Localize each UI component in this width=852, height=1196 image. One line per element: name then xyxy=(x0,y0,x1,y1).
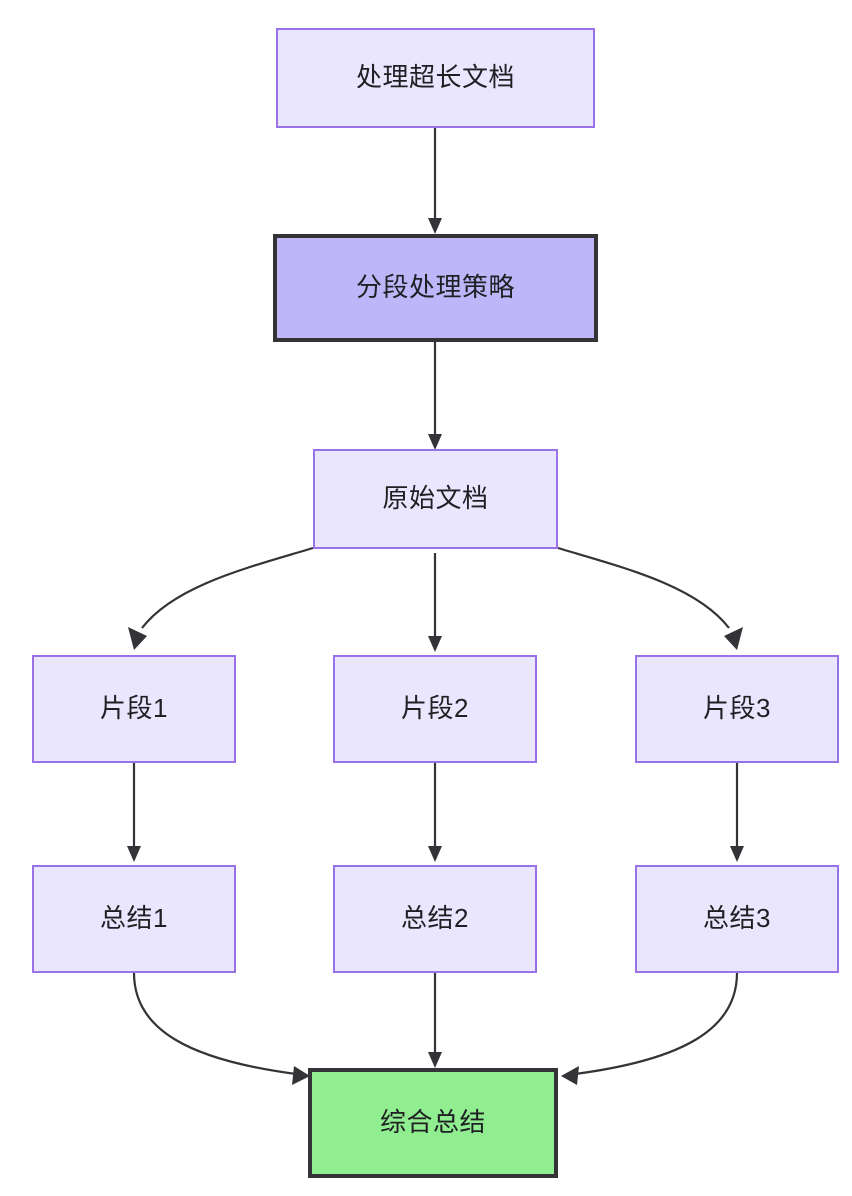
node-label: 片段1 xyxy=(100,693,168,724)
edge-source-to-fragment3 xyxy=(557,546,743,650)
node-summary-1[interactable]: 总结1 xyxy=(32,865,236,973)
node-fragment-2[interactable]: 片段2 xyxy=(333,655,537,763)
node-fragment-3[interactable]: 片段3 xyxy=(635,655,839,763)
node-summary-2[interactable]: 总结2 xyxy=(333,865,537,973)
edge-doc-to-strategy xyxy=(428,128,442,234)
node-label: 片段2 xyxy=(401,693,469,724)
edge-fragment1-to-summary1 xyxy=(127,763,141,862)
node-chunking-strategy[interactable]: 分段处理策略 xyxy=(273,234,598,342)
node-label: 总结2 xyxy=(401,903,469,934)
edge-fragment2-to-summary2 xyxy=(428,763,442,862)
node-label: 分段处理策略 xyxy=(355,272,515,303)
node-fragment-1[interactable]: 片段1 xyxy=(32,655,236,763)
node-label: 总结3 xyxy=(703,903,771,934)
edge-source-to-fragment1 xyxy=(128,546,314,650)
node-label: 片段3 xyxy=(703,693,771,724)
edge-summary2-to-final xyxy=(428,973,442,1068)
node-label: 原始文档 xyxy=(382,483,489,514)
node-source-document[interactable]: 原始文档 xyxy=(313,449,558,549)
node-label: 综合总结 xyxy=(379,1107,486,1138)
edge-summary1-to-final xyxy=(132,972,310,1085)
edge-strategy-to-source xyxy=(428,342,442,450)
node-label: 处理超长文档 xyxy=(355,62,515,93)
node-process-long-document[interactable]: 处理超长文档 xyxy=(276,28,595,128)
edge-source-to-fragment2 xyxy=(428,553,442,652)
node-final-summary[interactable]: 综合总结 xyxy=(308,1068,558,1178)
edge-fragment3-to-summary3 xyxy=(730,763,744,862)
edge-summary3-to-final xyxy=(561,972,739,1085)
node-summary-3[interactable]: 总结3 xyxy=(635,865,839,973)
node-label: 总结1 xyxy=(100,903,168,934)
